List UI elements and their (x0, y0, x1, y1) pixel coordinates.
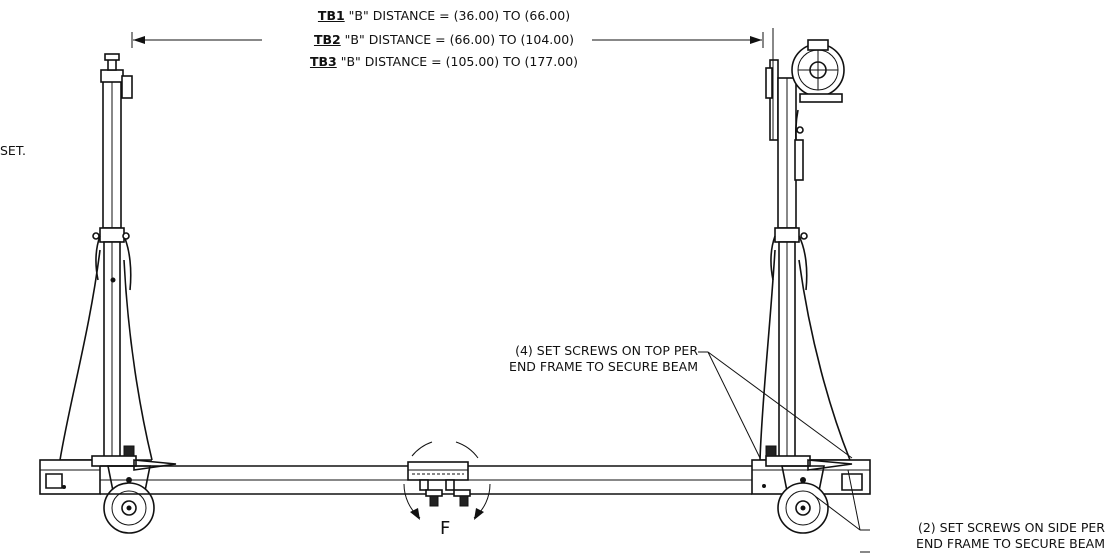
tb2-key: TB2 (313, 32, 341, 47)
b-distance-dimension-line (131, 32, 764, 48)
top-screws-line2: END FRAME TO SECURE BEAM (509, 359, 698, 374)
left-upright (59, 53, 153, 461)
tb3-key: TB3 (309, 54, 337, 69)
side-screws-callout: (2) SET SCREWS ON SIDE PER END FRAME TO … (871, 520, 1105, 552)
tb2-note: TB2 "B" DISTANCE = (66.00) TO (104.00) (0, 32, 888, 48)
center-trolley (407, 461, 471, 507)
tb1-key: TB1 (317, 8, 345, 23)
left-base-assembly (39, 445, 177, 534)
detail-f-marker (403, 441, 491, 520)
top-screws-callout: (4) SET SCREWS ON TOP PER END FRAME TO S… (470, 343, 698, 375)
detail-f-label: F (440, 518, 451, 539)
right-upright (759, 28, 851, 461)
tb3-note: TB3 "B" DISTANCE = (105.00) TO (177.00) (0, 54, 888, 70)
tb3-text: "B" DISTANCE = (105.00) TO (177.00) (336, 54, 579, 69)
top-screws-line1: (4) SET SCREWS ON TOP PER (515, 343, 698, 358)
side-screws-line2: END FRAME TO SECURE BEAM (916, 536, 1105, 551)
tb2-text: "B" DISTANCE = (66.00) TO (104.00) (340, 32, 575, 47)
side-screws-line1: (2) SET SCREWS ON SIDE PER (917, 520, 1105, 535)
tb1-text: "B" DISTANCE = (36.00) TO (66.00) (344, 8, 571, 23)
truncated-note: SET. (0, 143, 26, 158)
callout-leaders (698, 351, 870, 553)
right-base-assembly (751, 445, 871, 534)
tb1-note: TB1 "B" DISTANCE = (36.00) TO (66.00) (0, 8, 888, 24)
